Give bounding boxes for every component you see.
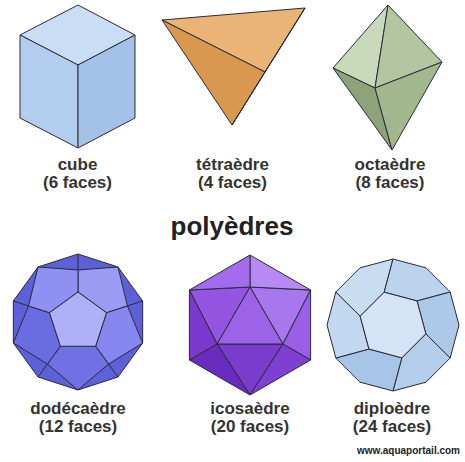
face [217,287,283,344]
shape-name: tétraèdre [155,156,310,174]
edge-line [78,254,79,270]
polyhedron: icosaèdre(20 faces) [175,250,325,445]
title: polyèdres [171,211,294,242]
edge-line [13,301,28,306]
face-count: (6 faces) [5,174,150,192]
polyhedron-label: dodécaèdre(12 faces) [3,400,153,436]
face [49,292,106,346]
face [189,290,217,360]
polyhedron: tétraèdre(4 faces) [155,0,310,200]
shape-name: dodécaèdre [3,400,153,418]
shape-name: octaèdre [320,156,460,174]
edge-line [127,301,142,306]
polyhedron: cube(6 faces) [5,0,150,200]
face-count: (12 faces) [3,418,153,436]
face [13,254,142,390]
polyhedron-faces [333,5,442,150]
face [78,35,135,148]
face [375,62,442,150]
polyhedron-faces [327,259,459,391]
shape-name: diploèdre [322,400,462,418]
polyhedron-label: tétraèdre(4 faces) [155,156,310,192]
face-count: (4 faces) [155,174,310,192]
face [189,255,250,290]
shape-name: cube [5,156,150,174]
polyhedron-faces [13,254,142,390]
polyhedron: dodécaèdre(12 faces) [3,250,153,445]
face-count: (24 faces) [322,418,462,436]
face-count: (8 faces) [320,174,460,192]
polyhedron-faces [162,8,305,125]
edge-line [38,364,47,377]
polyhedron-label: diploèdre(24 faces) [322,400,462,436]
face [250,255,311,290]
polyhedron: octaèdre(8 faces) [320,0,460,200]
polyhedron-label: icosaèdre(20 faces) [175,400,325,436]
face [232,8,305,125]
face-count: (20 faces) [175,418,325,436]
shape-name: icosaèdre [175,400,325,418]
face [162,20,265,125]
watermark: www.aquaportail.com [357,445,460,456]
face [47,346,108,390]
polyhedron-faces [189,255,310,395]
polyhedron-label: cube(6 faces) [5,156,150,192]
polyhedron: diploèdre(24 faces) [322,250,462,445]
polyhedron-label: octaèdre(8 faces) [320,156,460,192]
face [20,35,78,148]
face [360,292,426,358]
face [250,344,311,395]
polyhedron-faces [20,5,135,148]
edge-line [109,364,118,377]
